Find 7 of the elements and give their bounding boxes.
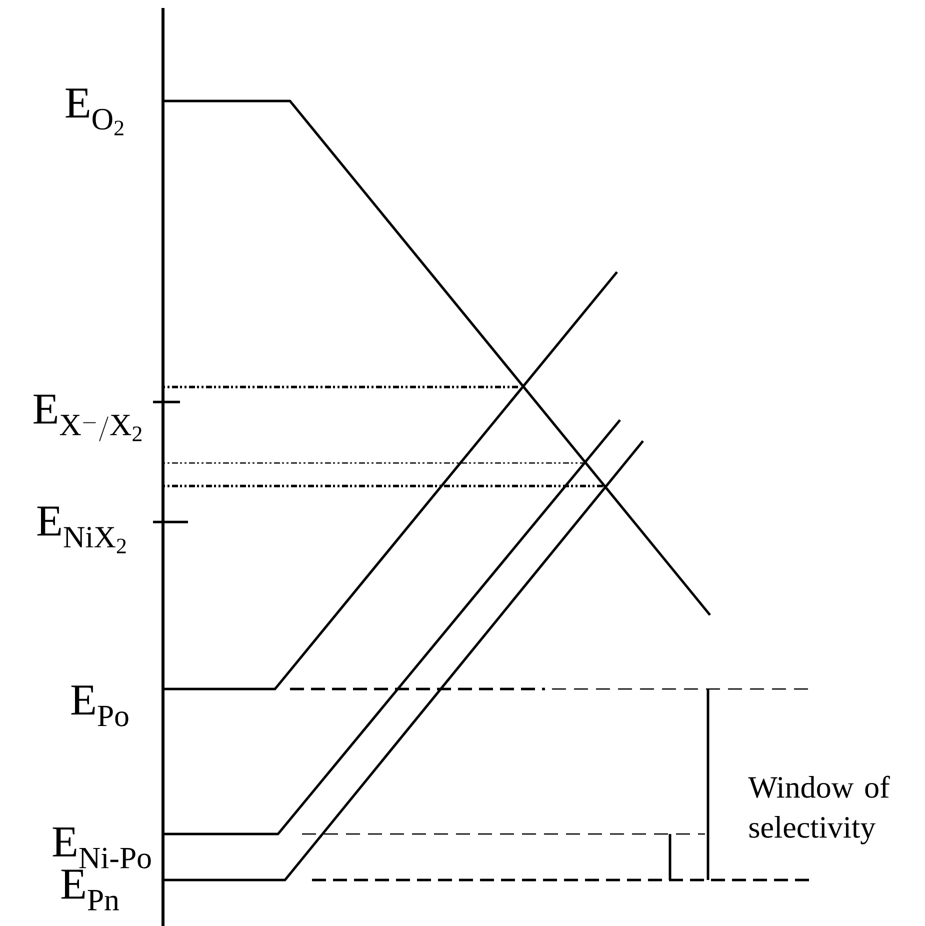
potential-label: $\mathrm{E}_{\mathrm{NiX_2}}$: [37, 506, 126, 554]
potential-label: $\mathrm{E}_{\mathrm{O_2}}$: [66, 88, 124, 136]
potential-label: $\mathrm{E}_{\mathrm{Po}}$: [71, 686, 128, 726]
window-label: Window of selectivity: [748, 776, 890, 844]
potential-label: $\mathrm{E}_{\mathrm{Pn}}$: [61, 870, 119, 910]
potential-label: $\mathrm{E}_{\mathrm{Ni\text{-}Po}}$: [52, 828, 151, 868]
potential-label: $\mathrm{E}_{\mathrm{X^{-}/X_2}}$: [34, 394, 142, 442]
